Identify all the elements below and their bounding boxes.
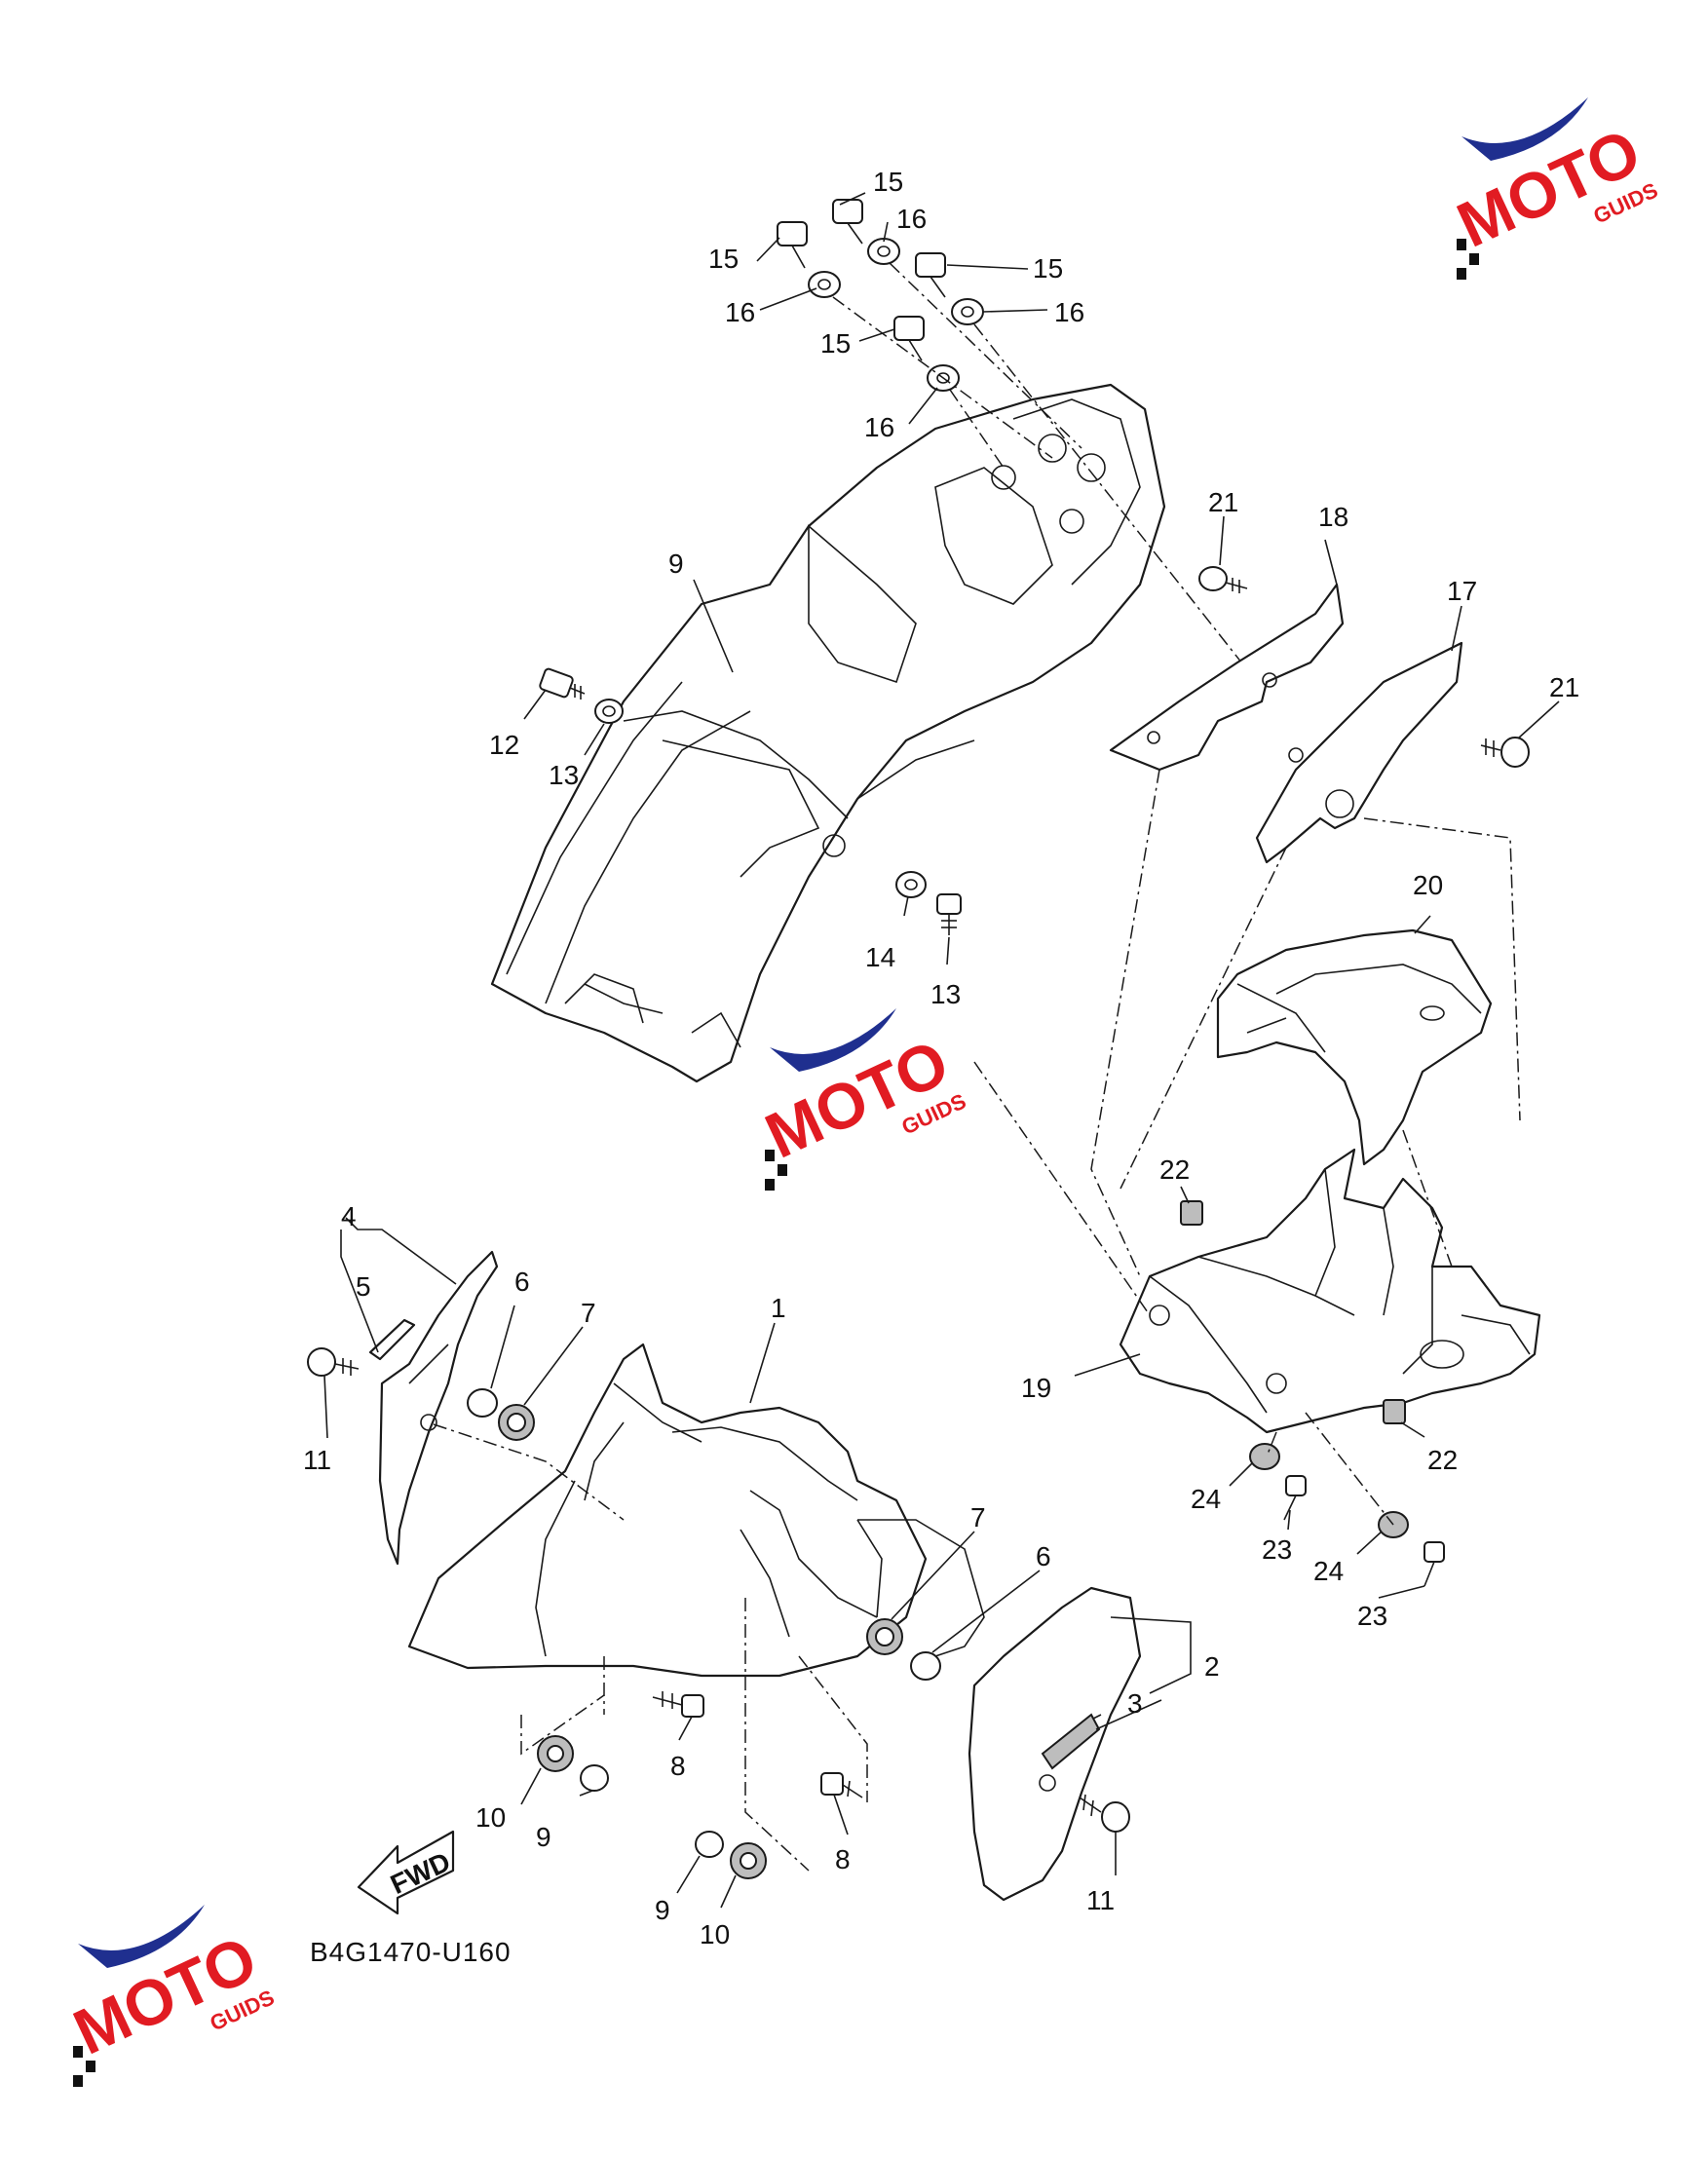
callout-9-b: 9 bbox=[655, 1895, 670, 1925]
washer-16-b bbox=[808, 271, 841, 298]
collar-24-a bbox=[1249, 1443, 1280, 1470]
bolt-8-right bbox=[820, 1772, 863, 1798]
callout-15-c: 15 bbox=[1033, 253, 1063, 284]
washer-14-lower bbox=[895, 871, 927, 898]
bolt-13-lower bbox=[936, 893, 962, 935]
plate-part-17 bbox=[1255, 641, 1463, 864]
callout-23-a: 23 bbox=[1262, 1534, 1292, 1565]
part-code-label: B4G1470-U160 bbox=[310, 1937, 512, 1967]
washer-9-left bbox=[580, 1764, 609, 1792]
callout-14-b: 14 bbox=[865, 942, 895, 972]
callout-5: 5 bbox=[356, 1271, 371, 1302]
callout-6-b: 6 bbox=[1036, 1541, 1051, 1571]
callout-10-b: 10 bbox=[700, 1919, 730, 1949]
callout-15-d: 15 bbox=[820, 328, 851, 359]
grommet-10-left bbox=[537, 1735, 574, 1772]
callout-10-a: 10 bbox=[475, 1802, 506, 1833]
callout-23-b: 23 bbox=[1357, 1601, 1387, 1631]
callout-24-b: 24 bbox=[1313, 1556, 1344, 1586]
bolt-8-left bbox=[652, 1691, 704, 1718]
bolt-21-upper bbox=[1198, 566, 1248, 593]
callout-16-b: 16 bbox=[725, 297, 755, 327]
callout-7-a: 7 bbox=[581, 1298, 596, 1328]
callout-1: 1 bbox=[771, 1293, 786, 1323]
grommet-10-right bbox=[730, 1842, 767, 1879]
rear-fender-part-12 bbox=[490, 383, 1166, 1083]
moto-guids-logo-bottom-left: MOTO GUIDS bbox=[63, 1905, 278, 2087]
callout-15-a: 15 bbox=[873, 167, 903, 197]
callout-16-a: 16 bbox=[896, 204, 927, 234]
washer-16-a bbox=[867, 238, 900, 265]
callout-8-b: 8 bbox=[835, 1844, 851, 1874]
callout-19: 19 bbox=[1021, 1373, 1051, 1403]
washer-9-right bbox=[695, 1831, 724, 1858]
callout-9-a: 9 bbox=[536, 1822, 551, 1852]
side-cover-part-4 bbox=[378, 1250, 499, 1566]
bracket-part-18 bbox=[1109, 583, 1345, 772]
damper-6-right bbox=[910, 1651, 941, 1681]
clip-22-lower bbox=[1383, 1399, 1406, 1424]
washer-16-c bbox=[951, 298, 984, 325]
emblem-part-3 bbox=[1041, 1713, 1101, 1770]
moto-guids-logo-top-right: MOTO GUIDS bbox=[1447, 97, 1661, 280]
callout-13-b: 13 bbox=[930, 979, 961, 1009]
bolt-21-lower bbox=[1480, 737, 1530, 768]
bracket-part-19 bbox=[1119, 1148, 1541, 1434]
callout-11-a: 11 bbox=[303, 1445, 331, 1475]
bolt-15-d bbox=[893, 316, 925, 361]
fwd-direction-arrow bbox=[357, 1830, 455, 1915]
callout-21-a: 21 bbox=[1208, 487, 1238, 517]
callout-22-a: 22 bbox=[1159, 1154, 1190, 1185]
callout-15-b: 15 bbox=[708, 244, 739, 274]
callout-3: 3 bbox=[1127, 1688, 1143, 1719]
callout-labels: 15 16 15 15 16 16 15 16 21 18 17 21 9 12… bbox=[303, 167, 1579, 1949]
callout-11-b: 11 bbox=[1086, 1885, 1115, 1915]
callout-14-a: 13 bbox=[549, 760, 579, 790]
callout-18: 18 bbox=[1318, 502, 1348, 532]
callout-7-b: 7 bbox=[970, 1502, 986, 1533]
bolt-15-b bbox=[777, 221, 808, 269]
callout-21-b: 21 bbox=[1549, 672, 1579, 702]
callout-8-a: 8 bbox=[670, 1751, 686, 1781]
leader-lines bbox=[323, 192, 1560, 1909]
callout-2: 2 bbox=[1204, 1651, 1220, 1682]
callout-16-c: 16 bbox=[1054, 297, 1084, 327]
bolt-11-left bbox=[307, 1347, 360, 1377]
callout-16-d: 16 bbox=[864, 412, 894, 442]
collar-7-right bbox=[866, 1618, 903, 1655]
bolt-15-a bbox=[832, 199, 863, 245]
callout-13-a: 12 bbox=[489, 730, 519, 760]
callout-22-b: 22 bbox=[1427, 1445, 1458, 1475]
callout-12: 9 bbox=[668, 549, 684, 579]
bolt-15-c bbox=[915, 252, 946, 298]
bolt-13-upper bbox=[539, 667, 586, 700]
callout-24-a: 24 bbox=[1191, 1484, 1221, 1514]
damper-6-left bbox=[467, 1388, 498, 1418]
collar-7-left bbox=[498, 1404, 535, 1441]
front-fender-part-1 bbox=[407, 1343, 985, 1678]
bolt-23-b bbox=[1423, 1541, 1445, 1587]
callout-20: 20 bbox=[1413, 870, 1443, 900]
callout-17: 17 bbox=[1447, 576, 1477, 606]
washer-14-upper bbox=[594, 699, 624, 724]
emblem-part-5 bbox=[368, 1318, 416, 1361]
cover-part-20 bbox=[1216, 928, 1493, 1166]
moto-guids-logo-center: MOTO GUIDS bbox=[755, 1008, 969, 1191]
callout-4: 4 bbox=[341, 1201, 357, 1231]
bolt-23-a bbox=[1283, 1475, 1307, 1521]
clip-22-upper bbox=[1180, 1200, 1203, 1226]
bolt-11-right bbox=[1079, 1794, 1130, 1833]
callout-6-a: 6 bbox=[514, 1267, 530, 1297]
